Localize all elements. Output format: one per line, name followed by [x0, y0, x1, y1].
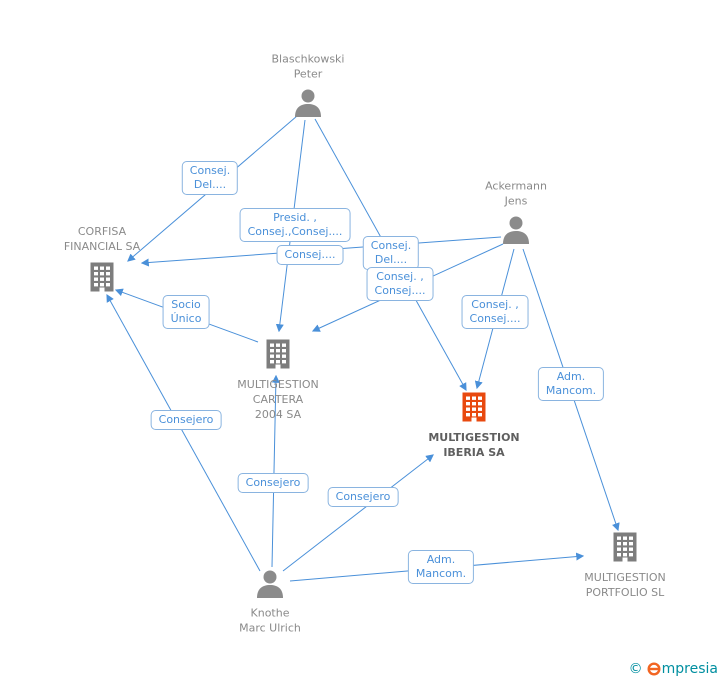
edge-label-blaschkowski-to-cartera[interactable]: Presid. , Consej.,Consej.... [239, 208, 351, 242]
node-label-multigestion-cartera-2004-sa: MULTIGESTION CARTERA 2004 SA [237, 378, 319, 421]
brand-text: mpresia [661, 661, 718, 677]
node-label-multigestion-portfolio-sl: MULTIGESTION PORTFOLIO SL [584, 571, 666, 599]
edge-label-ackermann-to-portfolio[interactable]: Adm. Mancom. [537, 367, 605, 401]
node-knothe-marc-ulrich[interactable]: Knothe Marc Ulrich [239, 570, 301, 635]
edge-label-knothe-to-corfisa[interactable]: Consejero [150, 410, 222, 430]
node-label-multigestion-iberia-sa: MULTIGESTION IBERIA SA [428, 431, 520, 459]
empresia-watermark: © mpresia [629, 661, 718, 677]
edge-label-blaschkowski-to-corfisa[interactable]: Consej. Del.... [181, 161, 239, 195]
node-label-ackermann-jens: Ackermann Jens [485, 179, 547, 208]
node-label-corfisa-financial-sa: CORFISA FINANCIAL SA [63, 225, 141, 253]
copyright-symbol: © [628, 661, 643, 677]
edge-line-knothe-to-corfisa [106, 293, 261, 572]
node-multigestion-cartera-2004-sa[interactable]: MULTIGESTION CARTERA 2004 SA [237, 338, 319, 421]
company-icon [462, 392, 486, 422]
edge-label-ackermann-to-iberia[interactable]: Consej. , Consej.... [461, 295, 529, 329]
edge-label-cartera-to-corfisa[interactable]: Socio Único [162, 295, 210, 329]
node-blaschkowski-peter[interactable]: Blaschkowski Peter [272, 53, 344, 118]
company-icon [90, 262, 114, 292]
edge-line-knothe-to-iberia [282, 454, 434, 572]
edge-label-knothe-to-iberia[interactable]: Consejero [327, 487, 399, 507]
company-icon [266, 339, 290, 369]
person-icon [503, 216, 529, 244]
company-icon [613, 532, 637, 562]
edge-label-blaschkowski-to-iberia[interactable]: Consej. Del.... [362, 236, 420, 270]
edge-label-knothe-to-cartera[interactable]: Consejero [237, 473, 309, 493]
node-label-blaschkowski-peter: Blaschkowski Peter [271, 52, 345, 81]
node-multigestion-portfolio-sl[interactable]: MULTIGESTION PORTFOLIO SL [584, 531, 666, 599]
node-ackermann-jens[interactable]: Ackermann Jens [485, 180, 547, 245]
edge-label-ackermann-to-cartera[interactable]: Consej. , Consej.... [366, 267, 434, 301]
edge-line-knothe-to-cartera [271, 374, 280, 568]
node-multigestion-iberia-sa[interactable]: MULTIGESTION IBERIA SA [428, 391, 520, 459]
person-icon [257, 570, 283, 598]
edge-label-ackermann-to-corfisa[interactable]: Consej.... [276, 245, 344, 265]
node-label-knothe-marc-ulrich: Knothe Marc Ulrich [239, 606, 301, 635]
node-corfisa-financial-sa[interactable]: CORFISA FINANCIAL SA [64, 225, 140, 293]
person-icon [295, 89, 321, 117]
edge-label-knothe-to-portfolio[interactable]: Adm. Mancom. [407, 550, 475, 584]
empresia-logo-icon [647, 662, 661, 676]
